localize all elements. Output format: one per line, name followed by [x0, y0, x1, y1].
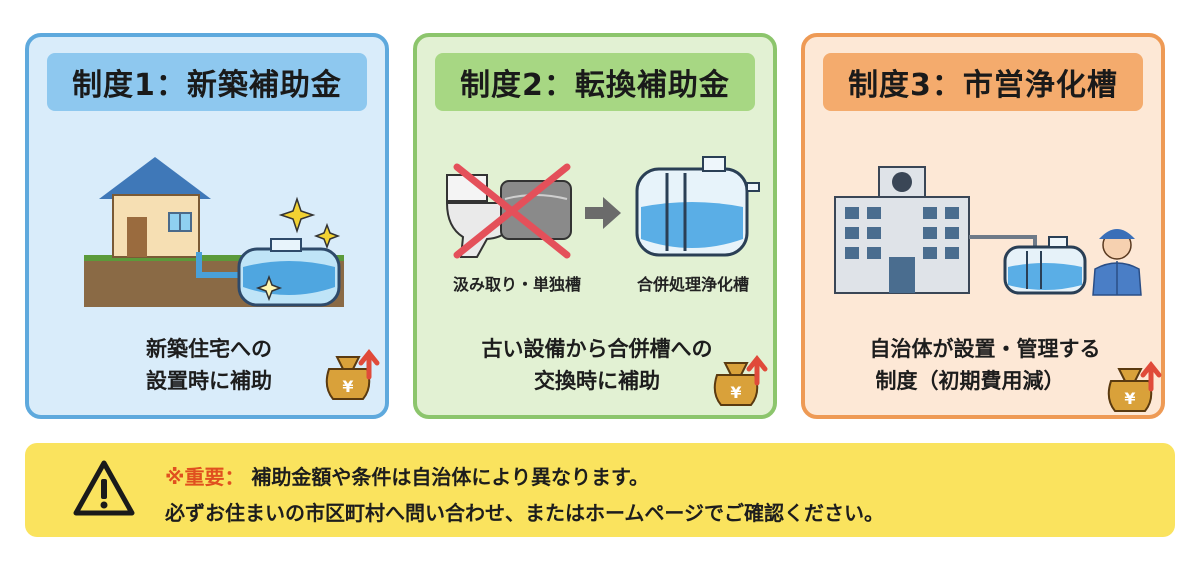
arrow-up-icon — [358, 348, 380, 380]
city-hall-icon — [834, 166, 970, 294]
panel-description: 古い設備から合併槽への 交換時に補助 — [481, 337, 713, 393]
money-bag-icon: ¥ — [713, 354, 768, 406]
sparkle-icon — [255, 196, 341, 302]
notice-line-2: 必ずお住まいの市区町村へ問い合わせ、またはホームページでご確認ください。 — [165, 501, 884, 525]
worker-icon — [1092, 229, 1142, 296]
panel-title: 制度3：市営浄化槽 — [823, 53, 1143, 111]
arrow-up-icon — [746, 354, 768, 386]
panel-conversion-subsidy: 制度2：転換補助金 汲み取り・単独槽 合併処理浄化槽 古い設備から合併槽への 交… — [413, 33, 777, 419]
important-notice: ※重要： 補助金額や条件は自治体により異なります。 必ずお住まいの市区町村へ問い… — [25, 443, 1175, 537]
conversion-illustration — [445, 156, 760, 259]
panel-description: 新築住宅への 設置時に補助 — [146, 337, 272, 393]
house-septic-tank-illustration — [84, 157, 344, 307]
panel-description: 自治体が設置・管理する 制度（初期費用減） — [869, 337, 1101, 393]
label-new-system: 合併処理浄化槽 — [636, 275, 749, 294]
house-icon — [99, 157, 211, 258]
panel-title: 制度2：転換補助金 — [435, 53, 755, 111]
panel-title: 制度1：新築補助金 — [47, 53, 367, 111]
arrow-right-icon — [585, 197, 621, 229]
svg-text:¥: ¥ — [1124, 389, 1135, 408]
svg-text:¥: ¥ — [730, 383, 741, 402]
money-bag-icon: ¥ — [1107, 360, 1162, 412]
money-bag-icon: ¥ — [325, 348, 380, 400]
panel-municipal-septic-tank: 制度3：市営浄化槽 — [801, 33, 1165, 419]
label-old-system: 汲み取り・単独槽 — [452, 275, 581, 294]
municipal-building-illustration — [834, 166, 1142, 296]
notice-line-1: ※重要： 補助金額や条件は自治体により異なります。 — [165, 465, 650, 489]
cross-mark-icon — [453, 163, 571, 259]
septic-tank-icon — [1003, 236, 1087, 295]
important-label: ※重要： — [165, 465, 245, 489]
arrow-up-icon — [1140, 360, 1162, 392]
septic-tank-icon — [237, 238, 341, 307]
warning-icon — [73, 460, 135, 516]
svg-text:¥: ¥ — [342, 377, 353, 396]
panel-new-construction-subsidy: 制度1：新築補助金 新築住宅への 設置時に補助 — [25, 33, 389, 419]
combined-septic-tank-icon — [635, 156, 760, 257]
